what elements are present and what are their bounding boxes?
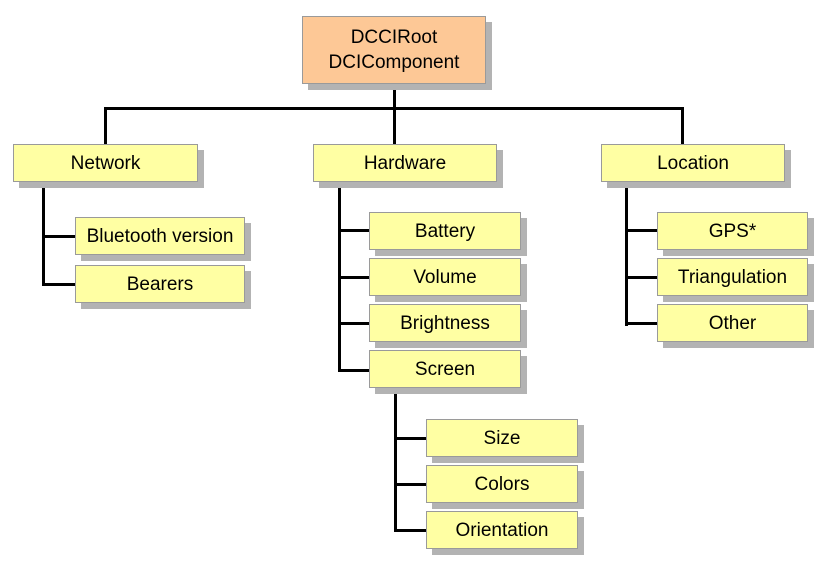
connector-to-hardware <box>393 107 396 145</box>
connector-hardware-branch-3 <box>338 322 370 325</box>
location-node: Location <box>601 144 785 182</box>
connector-location-branch-2 <box>625 276 658 279</box>
connector-location-trunk <box>625 182 628 326</box>
screen-node: Screen <box>369 350 521 388</box>
connector-hardware-branch-4 <box>338 369 370 372</box>
connector-root-down <box>393 84 396 109</box>
connector-hardware-branch-2 <box>338 276 370 279</box>
connector-screen-branch-2 <box>394 483 427 486</box>
network-node: Network <box>13 144 198 182</box>
volume-node: Volume <box>369 258 521 296</box>
connector-screen-trunk <box>394 388 397 532</box>
connector-location-branch-1 <box>625 229 658 232</box>
bluetooth-version-node: Bluetooth version <box>75 217 245 255</box>
root-line-2: DCIComponent <box>328 52 460 73</box>
gps-node: GPS* <box>657 212 808 250</box>
connector-network-trunk <box>42 182 45 286</box>
triangulation-node: Triangulation <box>657 258 808 296</box>
brightness-node: Brightness <box>369 304 521 342</box>
connector-location-branch-3 <box>625 322 658 325</box>
root-line-1: DCCIRoot <box>350 27 438 48</box>
battery-node: Battery <box>369 212 521 250</box>
other-node: Other <box>657 304 808 342</box>
root-node: DCCIRoot DCIComponent <box>302 16 486 84</box>
connector-to-network <box>104 107 107 145</box>
hardware-node: Hardware <box>313 144 497 182</box>
colors-node: Colors <box>426 465 578 503</box>
orientation-node: Orientation <box>426 511 578 549</box>
connector-screen-branch-3 <box>394 529 427 532</box>
size-node: Size <box>426 419 578 457</box>
connector-to-location <box>681 107 684 145</box>
connector-network-branch-1 <box>42 235 77 238</box>
connector-network-branch-2 <box>42 283 77 286</box>
connector-screen-branch-1 <box>394 437 427 440</box>
connector-hardware-branch-1 <box>338 229 370 232</box>
bearers-node: Bearers <box>75 265 245 303</box>
